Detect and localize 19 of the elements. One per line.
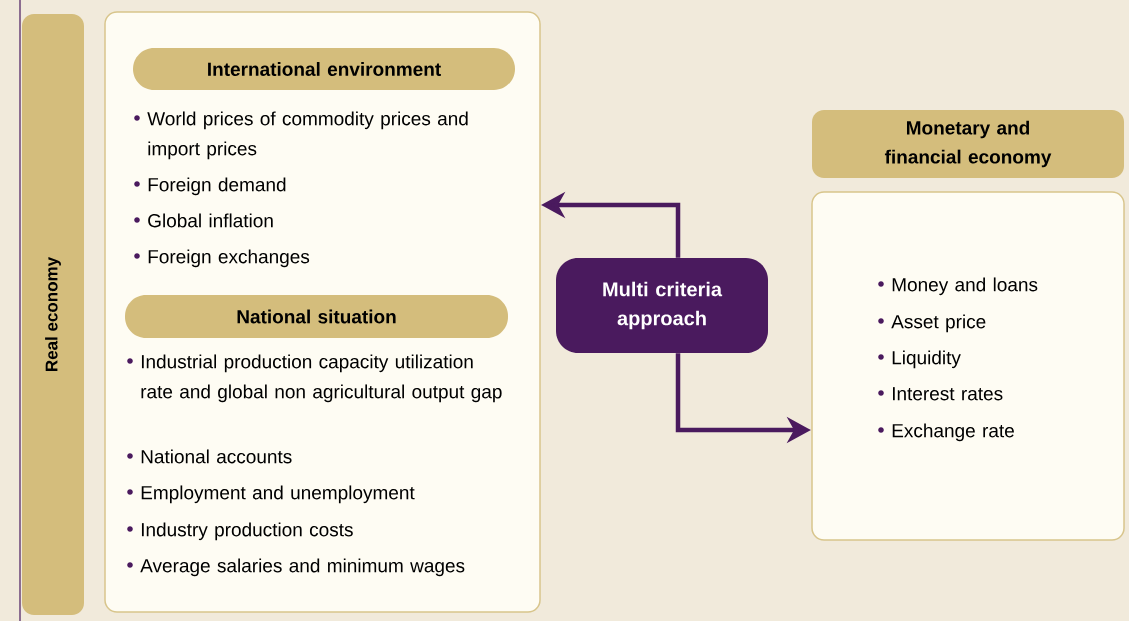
bullet-item: Global inflation: [134, 213, 273, 228]
bullet-item: Money and loans: [878, 277, 1038, 296]
heading-band: Monetary and financial economy: [812, 110, 1124, 178]
bullet-item: Liquidity: [878, 350, 961, 369]
bullet-item: Foreign exchanges: [134, 249, 310, 268]
side-band: Real economy: [22, 14, 84, 615]
bullet-item: Average salaries and minimum wages: [127, 558, 465, 577]
approach-box: Multi criteria approach: [556, 258, 768, 353]
bullet-item: Asset price: [878, 314, 986, 333]
bullet-item: Industry production costs: [127, 522, 353, 541]
bullet-item: National accounts: [127, 449, 292, 464]
heading-band: National situation: [125, 295, 508, 338]
bullet-item: Foreign demand: [134, 177, 286, 196]
heading-band: International environment: [133, 48, 515, 90]
bullet-item: Industrial production capacity utilization rate and global non agricultural output gap: [127, 354, 502, 403]
bullet-item: World prices of commodity prices and import prices: [134, 111, 468, 160]
bullet-item: Employment and unemployment: [127, 485, 415, 504]
bullet-item: Exchange rate: [878, 423, 1014, 442]
bullet-item: Interest rates: [878, 387, 1003, 401]
